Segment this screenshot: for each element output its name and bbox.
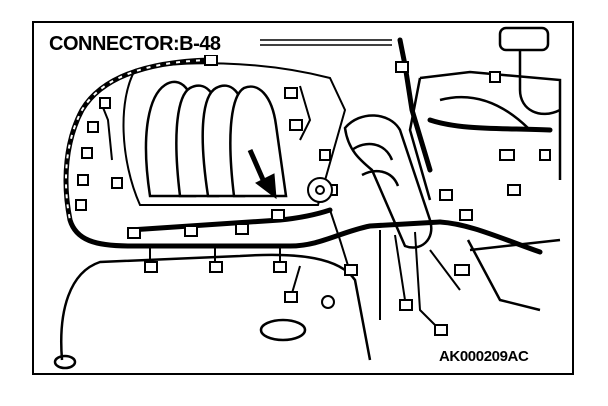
title-leader bbox=[260, 39, 392, 46]
connectors bbox=[75, 54, 551, 336]
sensor-b48 bbox=[307, 177, 335, 309]
cam-cover bbox=[53, 253, 372, 370]
diagram-title: CONNECTOR:B-48 bbox=[47, 33, 223, 55]
intake-hose bbox=[343, 114, 433, 249]
harness-tape bbox=[65, 59, 211, 221]
figure-code: AK000209AC bbox=[437, 348, 531, 365]
right-components bbox=[408, 26, 562, 312]
intake-manifold bbox=[122, 62, 347, 206]
pointer-arrow bbox=[247, 148, 277, 200]
frame bbox=[32, 21, 574, 375]
